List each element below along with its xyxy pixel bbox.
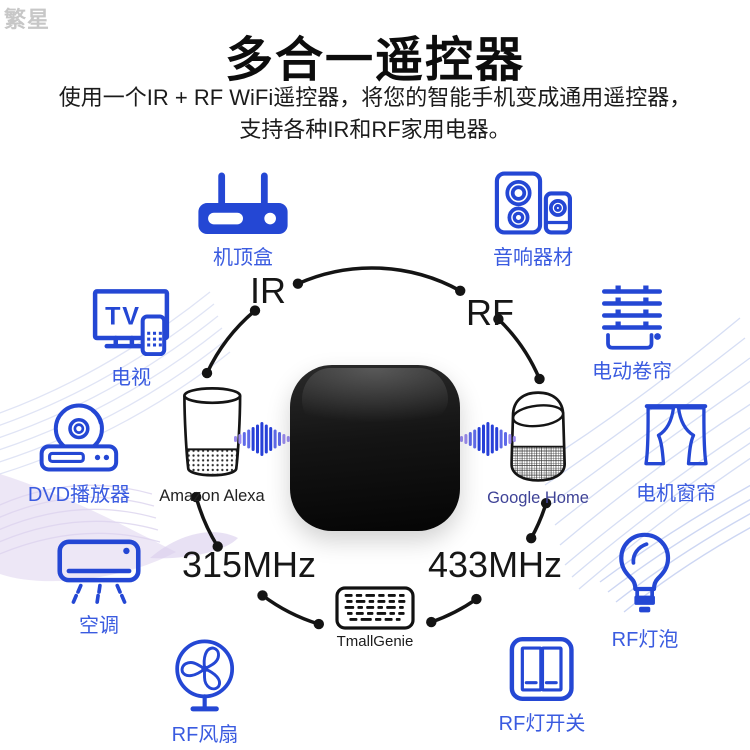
set-top-box-icon <box>198 172 288 235</box>
device-tv: TV 电视 <box>92 286 170 390</box>
tmallgenie-icon <box>335 586 415 630</box>
roller-blind-icon <box>602 285 662 350</box>
light-switch-icon <box>509 637 574 701</box>
subtitle-line-1: 使用一个IR + RF WiFi遥控器，将您的智能手机变成通用遥控器， <box>58 85 692 110</box>
subtitle-line-2: 支持各种IR和RF家用电器。 <box>239 117 511 142</box>
sound-wave-right-icon <box>460 422 516 456</box>
page-title: 多合一遥控器 <box>224 34 525 87</box>
speakers-icon <box>494 171 572 235</box>
device-set-top-box: 机顶盒 <box>196 172 290 270</box>
rf-label: RF <box>466 292 514 333</box>
watermark: 繁星 <box>4 7 51 32</box>
device-dvd-player: DVD播放器 <box>28 402 130 507</box>
device-label: 电视 <box>111 367 151 389</box>
amazon-alexa-speaker: Amazon Alexa <box>159 386 265 506</box>
air-conditioner-icon <box>57 539 141 604</box>
device-speakers: 音响器材 <box>493 170 573 270</box>
tmallgenie-label: TmallGenie <box>336 633 414 650</box>
google-home-speaker: Google Home <box>487 390 589 508</box>
device-roller-blind: 电动卷帘 <box>592 284 672 384</box>
tv-screen-text: TV <box>105 303 141 331</box>
device-label: DVD播放器 <box>27 484 131 506</box>
bulb-icon <box>619 532 671 613</box>
curtain-icon <box>644 404 708 466</box>
google-home-icon <box>510 391 566 482</box>
device-label: RF灯泡 <box>611 629 679 651</box>
device-label: 电动卷帘 <box>592 361 672 383</box>
fan-icon <box>175 639 235 712</box>
device-label: 音响器材 <box>493 247 573 269</box>
sound-wave-left-icon <box>234 422 290 456</box>
google-home-label: Google Home <box>487 489 589 507</box>
ir-label: IR <box>250 270 286 311</box>
device-label: 机顶盒 <box>213 247 273 269</box>
device-rf-light-switch: RF灯开关 <box>498 636 586 736</box>
alexa-speaker-icon <box>182 387 242 477</box>
device-label: RF风扇 <box>171 724 239 746</box>
device-motor-curtain: 电机窗帘 <box>636 402 716 506</box>
tmallgenie: TmallGenie <box>335 586 415 650</box>
device-label: 电机窗帘 <box>636 483 716 505</box>
remote-hub-device <box>290 365 460 531</box>
device-label: RF灯开关 <box>498 713 586 735</box>
alexa-label: Amazon Alexa <box>159 487 265 505</box>
freq-433mhz-label: 433MHz <box>428 544 563 585</box>
device-rf-fan: RF风扇 <box>171 638 239 747</box>
tv-icon: TV <box>92 289 170 356</box>
device-air-conditioner: 空调 <box>57 538 141 638</box>
device-rf-bulb: RF灯泡 <box>611 532 679 652</box>
device-label: 空调 <box>79 615 119 637</box>
dvd-player-icon <box>39 403 119 472</box>
freq-315mhz-label: 315MHz <box>182 544 317 585</box>
